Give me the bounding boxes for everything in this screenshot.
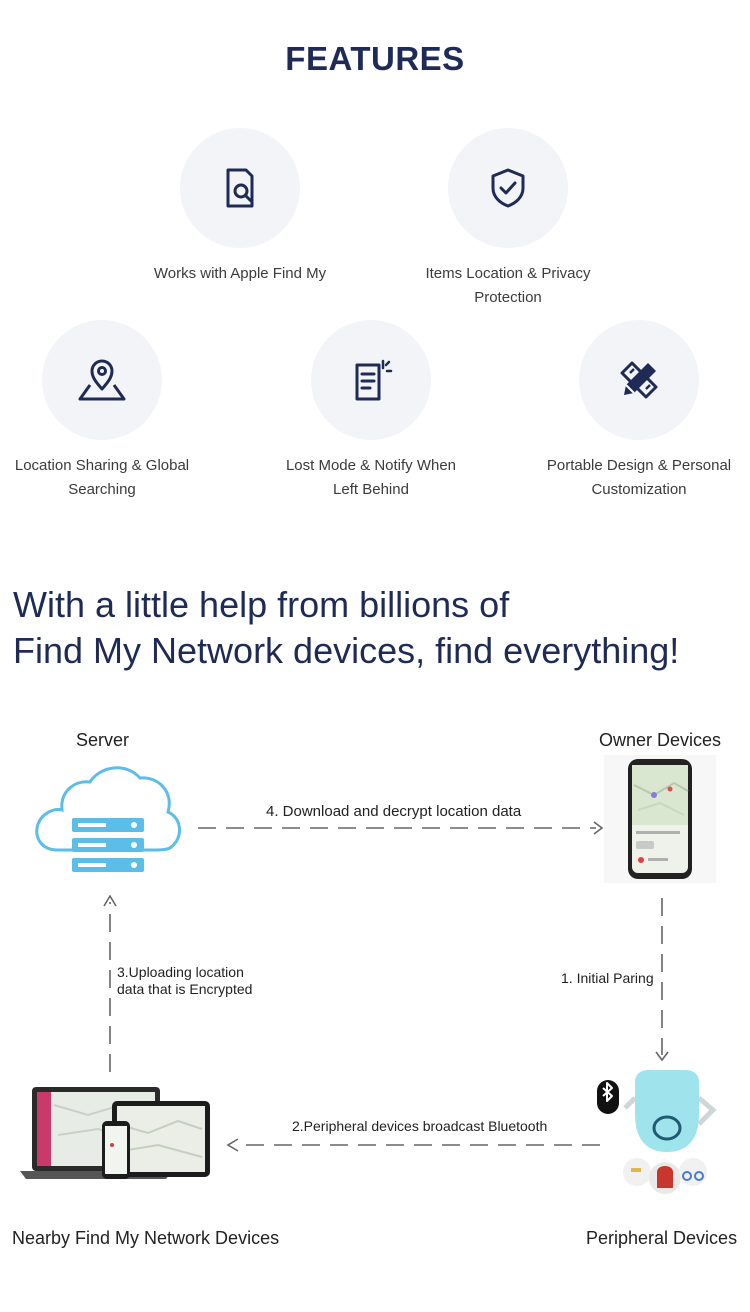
feature-label-line: Works with Apple Find My [153,265,327,282]
feature-icon-circle [311,320,431,440]
feature-icon-circle [579,320,699,440]
document-search-icon [226,168,254,208]
pen-ruler-icon [620,361,658,399]
peripheral-tag-icon [595,1068,725,1198]
feature-label: Items Location & Privacy Protection [398,262,618,310]
feature-label-line: Items Location & Privacy [425,265,591,282]
feature-label: Lost Mode & Notify When Left Behind [261,454,481,502]
features-title: FEATURES [285,40,465,77]
headline: With a little help from billions of Find… [13,582,679,674]
feature-label-line: Location Sharing & Global [14,457,190,474]
feature-label: Portable Design & Personal Customization [529,454,749,502]
headline-line-1: With a little help from billions of [13,584,510,625]
feature-label-line: Left Behind [333,481,409,498]
map-pin-icon [78,359,126,401]
feature-label-line: Lost Mode & Notify When [285,457,457,474]
notes-alert-icon [355,359,393,401]
feature-icon-circle [42,320,162,440]
step-pairing-label: 1. Initial Paring [561,970,654,986]
step-upload-line: data that is Encrypted [117,981,253,997]
feature-apple-find-my: Works with Apple Find My [130,128,350,286]
step-upload-label: 3.Uploading location data that is Encryp… [117,964,252,998]
nearby-devices-icon [20,1087,210,1179]
owner-devices-label: Owner Devices [599,730,722,750]
nearby-devices-label: Nearby Find My Network Devices [12,1228,280,1248]
server-label: Server [76,730,130,750]
feature-icon-circle [180,128,300,248]
feature-lost-mode: Lost Mode & Notify When Left Behind [261,320,481,502]
headline-line-2: Find My Network devices, find everything… [13,630,680,671]
feature-label-line: Customization [591,481,687,498]
shield-check-icon [491,168,525,208]
owner-phone-icon [604,755,716,883]
step-broadcast-label: 2.Peripheral devices broadcast Bluetooth [292,1118,548,1134]
peripheral-devices-label: Peripheral Devices [586,1228,738,1248]
feature-label-line: Portable Design & Personal [546,457,732,474]
feature-label: Works with Apple Find My [130,262,350,286]
feature-portable-design: Portable Design & Personal Customization [529,320,749,502]
feature-label-line: Protection [474,289,542,306]
feature-location-sharing: Location Sharing & Global Searching [0,320,212,502]
feature-icon-circle [448,128,568,248]
server-cloud-icon [35,766,181,872]
feature-label-line: Searching [68,481,136,498]
step-upload-line: 3.Uploading location [117,964,244,980]
feature-privacy: Items Location & Privacy Protection [398,128,618,310]
step-download-label: 4. Download and decrypt location data [266,803,522,820]
feature-label: Location Sharing & Global Searching [0,454,212,502]
